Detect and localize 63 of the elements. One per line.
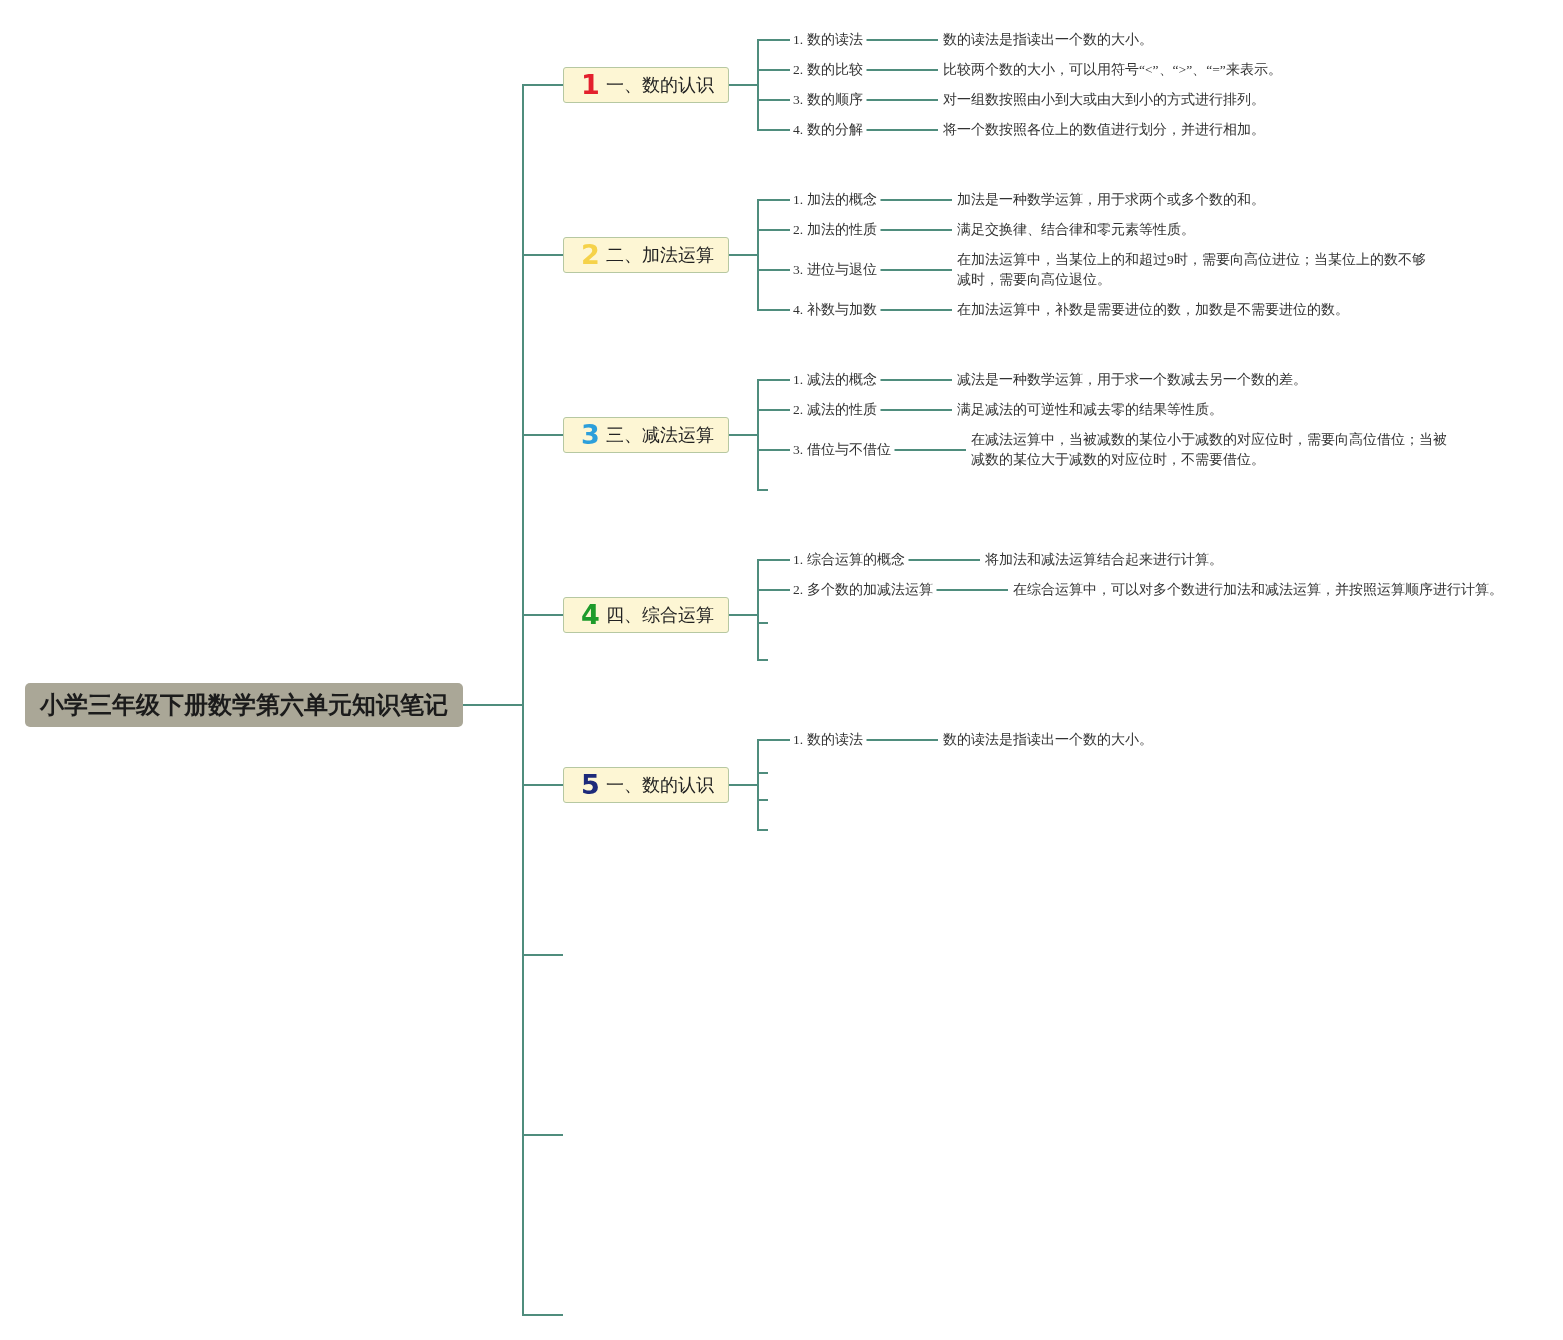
subtopic-label: 3. 数的顺序 — [790, 93, 867, 107]
connector-line — [893, 449, 967, 451]
subtopic-label: 3. 进位与退位 — [790, 263, 881, 277]
subtopic-label: 4. 数的分解 — [790, 123, 867, 137]
subtopic-label: 1. 数的读法 — [790, 733, 867, 747]
connector-line — [907, 559, 981, 561]
description-text: 满足减法的可逆性和减去零的结果等性质。 — [952, 400, 1228, 420]
subtopic-label: 2. 加法的性质 — [790, 223, 881, 237]
priority-number: 4 — [581, 600, 600, 630]
description-text: 数的读法是指读出一个数的大小。 — [938, 30, 1158, 50]
description-text: 减法是一种数学运算，用于求一个数减去另一个数的差。 — [952, 370, 1312, 390]
subtopic-label: 1. 减法的概念 — [790, 373, 881, 387]
topic-box — [563, 417, 729, 453]
subtopic-label: 1. 数的读法 — [790, 33, 867, 47]
topic-label: 一、数的认识 — [605, 774, 714, 796]
subtopic-label: 2. 减法的性质 — [790, 403, 881, 417]
topic-label: 二、加法运算 — [605, 244, 714, 266]
topic-box — [563, 597, 729, 633]
connector-line — [879, 309, 953, 311]
connector-line — [727, 254, 791, 311]
description-text: 满足交换律、结合律和零元素等性质。 — [952, 220, 1200, 240]
connector-line — [879, 199, 953, 201]
subtopic-label: 2. 数的比较 — [790, 63, 867, 77]
central-topic: 小学三年级下册数学第六单元知识笔记 — [25, 683, 463, 727]
priority-number: 5 — [581, 770, 600, 800]
topic-box — [563, 237, 729, 273]
connector-line — [865, 69, 939, 71]
description-text: 将加法和减法运算结合起来进行计算。 — [980, 550, 1228, 570]
connector-line — [727, 784, 769, 831]
connector-line — [865, 39, 939, 41]
description-text: 数的读法是指读出一个数的大小。 — [938, 730, 1158, 750]
connector-line — [727, 84, 791, 131]
connector-line — [879, 409, 953, 411]
description-text: 在综合运算中，可以对多个数进行加法和减法运算，并按照运算顺序进行计算。 — [1008, 580, 1508, 600]
subtopic-label: 1. 综合运算的概念 — [790, 553, 909, 567]
connector-line — [727, 614, 769, 661]
description-text: 将一个数按照各位上的数值进行划分，并进行相加。 — [938, 120, 1270, 140]
subtopic-label: 4. 补数与加数 — [790, 303, 881, 317]
subtopic-label: 1. 加法的概念 — [790, 193, 881, 207]
topic-box — [563, 767, 729, 803]
topic-label: 三、减法运算 — [605, 424, 714, 446]
description-text: 比较两个数的大小，可以用符号“<”、“>”、“=”来表示。 — [938, 60, 1287, 80]
description-text: 在加法运算中，当某位上的和超过9时，需要向高位进位；当某位上的数不够减时，需要向高位退位。 — [952, 250, 1436, 290]
connector-line — [865, 99, 939, 101]
description-text: 对一组数按照由小到大或由大到小的方式进行排列。 — [938, 90, 1270, 110]
priority-number: 3 — [581, 420, 600, 450]
topic-box — [563, 67, 729, 103]
topic-label: 一、数的认识 — [605, 74, 714, 96]
connector-line — [727, 434, 769, 491]
priority-number: 1 — [581, 70, 600, 100]
connector-line — [879, 379, 953, 381]
connector-line — [879, 269, 953, 271]
subtopic-label: 3. 借位与不借位 — [790, 443, 895, 457]
connector-line — [879, 229, 953, 231]
connector-line — [935, 589, 1009, 591]
description-text: 在加法运算中，补数是需要进位的数，加数是不需要进位的数。 — [952, 300, 1354, 320]
topic-label: 四、综合运算 — [605, 604, 714, 626]
priority-number: 2 — [581, 240, 600, 270]
description-text: 加法是一种数学运算，用于求两个或多个数的和。 — [952, 190, 1270, 210]
description-text: 在减法运算中，当被减数的某位小于减数的对应位时，需要向高位借位；当被减数的某位大于减数的对应位时，不需要借位。 — [966, 430, 1456, 470]
connector-line — [865, 129, 939, 131]
connector-line — [865, 739, 939, 741]
subtopic-label: 2. 多个数的加减法运算 — [790, 583, 937, 597]
